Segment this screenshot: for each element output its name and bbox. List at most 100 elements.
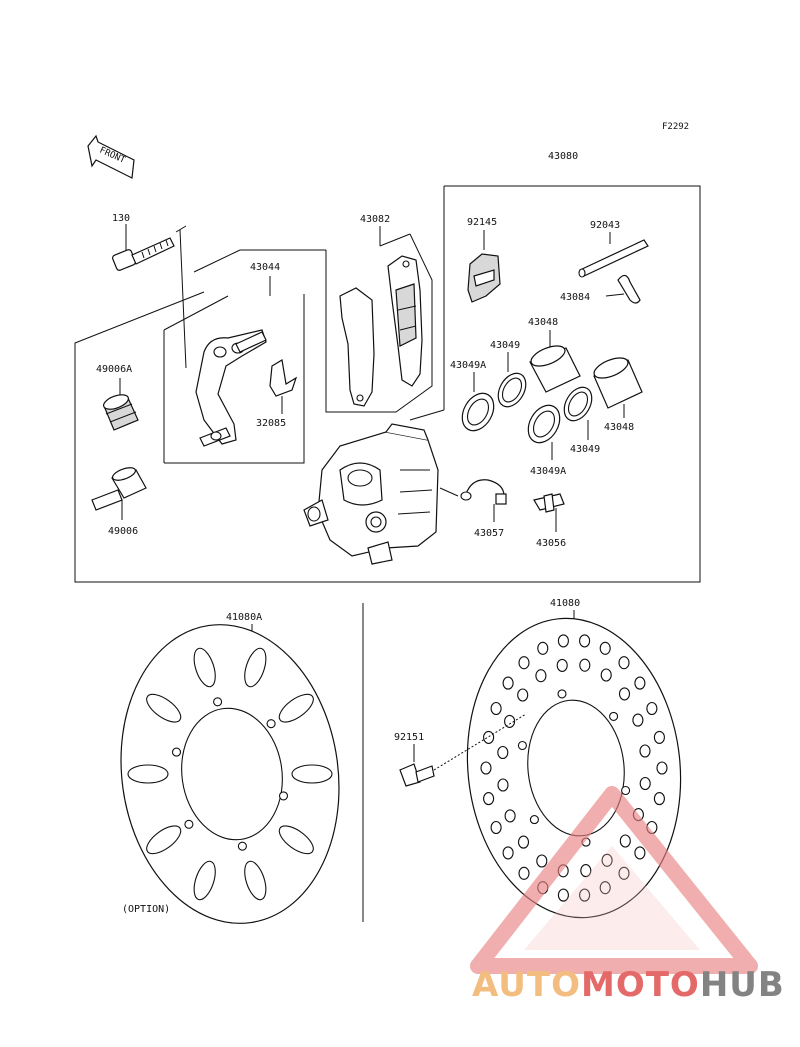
seal-43049A-upper: 43049A xyxy=(450,360,495,432)
piston-43048-lower: 43048 xyxy=(593,357,643,433)
disc-drill-hole xyxy=(518,656,530,670)
callout-43084: 43084 xyxy=(560,292,590,303)
disc-drill-hole xyxy=(618,866,630,880)
disc-drill-hole xyxy=(601,853,613,867)
caliper-bracket-43044: 43044 xyxy=(195,262,280,447)
disc-drill-hole xyxy=(557,634,569,648)
disc-drill-hole xyxy=(639,744,651,758)
seal-43049A-lower: 43049A xyxy=(527,404,566,477)
front-arrow-icon: FRONT xyxy=(87,134,135,179)
disc-bolt-hole xyxy=(517,740,527,751)
disc-drill-hole xyxy=(634,676,646,690)
disc-drill-hole xyxy=(579,634,591,648)
slide-pin-49006: 49006 xyxy=(91,467,147,537)
disc-drill-hole xyxy=(556,658,568,672)
watermark-auto: AUTO xyxy=(472,965,581,1005)
disc-drill-hole xyxy=(600,668,612,682)
callout-43048-upper: 43048 xyxy=(528,317,558,328)
disc-slot xyxy=(127,764,169,784)
disc-drill-hole xyxy=(536,854,548,868)
callout-92145: 92145 xyxy=(467,217,497,228)
piston-43048-upper: 43048 xyxy=(528,317,581,393)
disc-slot xyxy=(244,647,267,688)
callout-43082: 43082 xyxy=(360,214,390,225)
disc-drill-hole xyxy=(619,834,631,848)
bracket-subframe xyxy=(163,229,326,464)
disc-bolt-hole xyxy=(184,819,194,829)
disc-drill-hole xyxy=(504,714,516,728)
callout-43048-lower: 43048 xyxy=(604,422,634,433)
callout-43044: 43044 xyxy=(250,262,280,273)
bleeder-cap-43057: 43057 xyxy=(439,479,507,539)
callout-49006: 49006 xyxy=(108,526,138,537)
automotohub-watermark: AUTOMOTOHUB xyxy=(470,786,785,1005)
disc-drill-hole xyxy=(618,687,631,701)
pad-spring-32085: 32085 xyxy=(256,359,298,429)
callout-92043: 92043 xyxy=(590,220,620,231)
disc-slot xyxy=(278,693,314,723)
disc-slot xyxy=(146,693,182,723)
disc-drill-hole xyxy=(504,809,516,823)
disc-drill-hole xyxy=(518,866,530,880)
disc-bolt-hole xyxy=(171,747,182,757)
option-label: (OPTION) xyxy=(122,904,170,915)
disc-drill-hole xyxy=(502,676,514,690)
disc-drill-hole xyxy=(480,761,492,775)
disc-drill-hole xyxy=(646,701,658,716)
brake-disc-41080: 41080 xyxy=(466,598,682,919)
pad-pin-92043: 92043 xyxy=(578,220,649,278)
disc-drill-hole xyxy=(618,656,630,670)
callout-41080A: 41080A xyxy=(226,612,262,623)
disc-drill-hole xyxy=(599,641,611,655)
callout-49006A: 49006A xyxy=(96,364,132,375)
disc-drill-hole xyxy=(579,658,591,672)
disc-slot xyxy=(193,860,216,901)
disc-slot xyxy=(244,860,267,901)
disc-bolt-hole xyxy=(213,697,223,707)
callout-43049A-upper: 43049A xyxy=(450,360,486,371)
boot-49006A: 49006A xyxy=(96,364,139,431)
caliper-assembly-frame xyxy=(74,185,701,583)
brake-pads-43082: 43082 xyxy=(325,214,433,413)
disc-drill-hole xyxy=(517,835,530,849)
disc-slot xyxy=(291,764,333,784)
brake-disc-41080A: 41080A (OPTION) xyxy=(120,612,340,924)
callout-43080: 43080 xyxy=(548,151,578,162)
seal-43049-lower: 43049 xyxy=(563,386,600,455)
callout-43057: 43057 xyxy=(474,528,504,539)
disc-drill-hole xyxy=(580,864,592,878)
callout-43049-lower: 43049 xyxy=(570,444,600,455)
bolt-130: 130 xyxy=(112,213,187,271)
pad-spring-92145: 92145 xyxy=(467,217,501,303)
callout-43049A-lower: 43049A xyxy=(530,466,566,477)
diagram-code: F2292 xyxy=(662,122,689,132)
disc-drill-hole xyxy=(557,888,569,902)
bleeder-valve-43056: 43056 xyxy=(533,493,566,549)
disc-drill-hole xyxy=(639,776,651,791)
callout-43056: 43056 xyxy=(536,538,566,549)
disc-drill-hole xyxy=(502,846,514,860)
watermark-triangle-icon xyxy=(470,786,758,974)
disc-drill-hole xyxy=(497,778,509,792)
disc-drill-hole xyxy=(632,713,644,727)
disc-drill-hole xyxy=(483,730,495,744)
callout-92151: 92151 xyxy=(394,732,424,743)
cotter-pin-43084: 43084 xyxy=(560,274,641,304)
disc-drill-hole xyxy=(653,792,665,806)
disc-drill-hole xyxy=(497,745,509,760)
disc-bolt-hole xyxy=(529,815,539,825)
callout-32085: 32085 xyxy=(256,418,286,429)
disc-bolt-92151: 92151 xyxy=(394,713,527,787)
disc-drill-hole xyxy=(490,701,502,716)
callout-41080: 41080 xyxy=(550,598,580,609)
disc-drill-hole xyxy=(656,761,668,775)
disc-drill-hole xyxy=(535,669,547,683)
caliper-body xyxy=(303,423,439,565)
disc-slot xyxy=(193,647,216,688)
disc-drill-hole xyxy=(634,846,646,860)
disc-drill-hole xyxy=(490,820,502,835)
disc-bolt-hole xyxy=(621,785,631,796)
disc-slot xyxy=(278,825,314,855)
watermark-text: AUTOMOTOHUB xyxy=(472,965,785,1005)
